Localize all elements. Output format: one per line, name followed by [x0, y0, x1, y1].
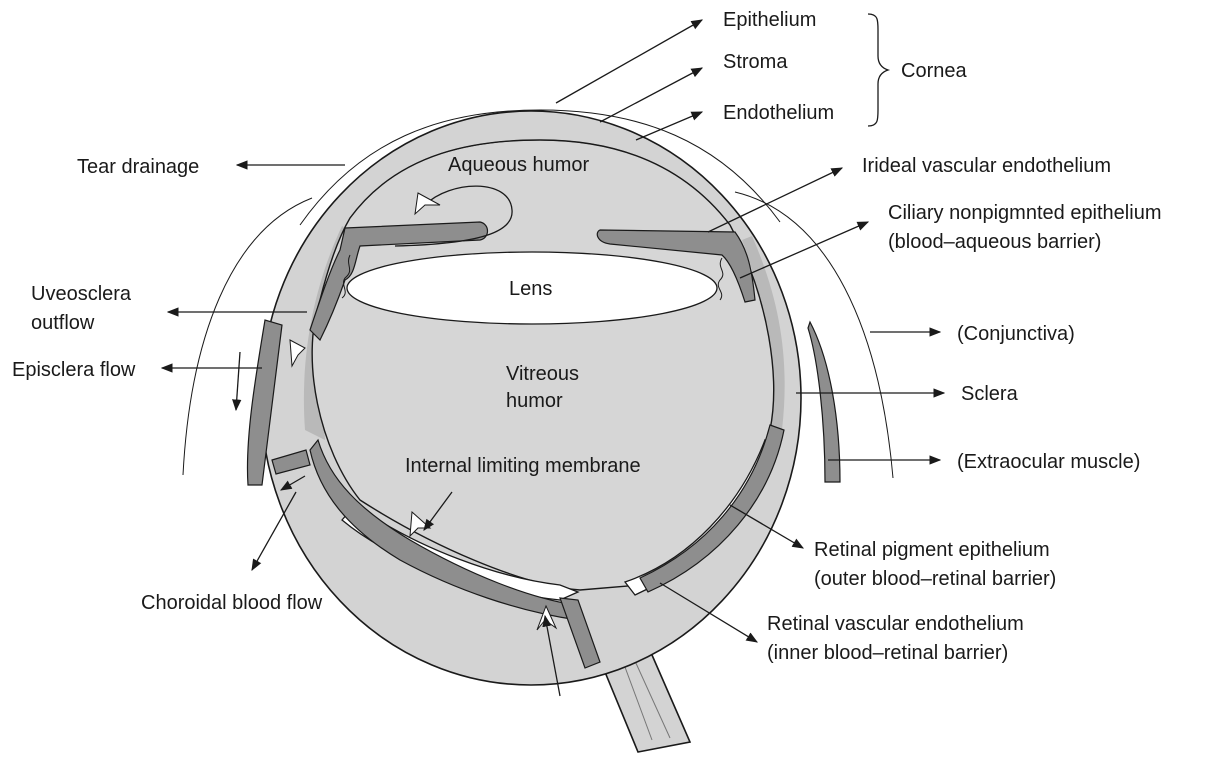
label-ciliary-1: Ciliary nonpigmnted epithelium	[888, 202, 1161, 224]
label-irideal: Irideal vascular endothelium	[862, 155, 1111, 177]
ptr-choroidal	[252, 492, 296, 570]
label-vitreous-2: humor	[506, 390, 563, 412]
label-ciliary-2: (blood–aqueous barrier)	[888, 231, 1101, 253]
label-rpe-2: (outer blood–retinal barrier)	[814, 568, 1056, 590]
ptr-episclera-down	[236, 352, 240, 410]
label-sclera: Sclera	[961, 383, 1019, 405]
muscle-right	[808, 322, 840, 482]
ptr-irideal	[708, 168, 842, 232]
label-rve-1: Retinal vascular endothelium	[767, 613, 1024, 635]
label-rpe-1: Retinal pigment epithelium	[814, 539, 1050, 561]
label-tear-drainage: Tear drainage	[77, 156, 199, 178]
label-vitreous-1: Vitreous	[506, 363, 579, 385]
label-conjunctiva: (Conjunctiva)	[957, 323, 1075, 345]
label-lens: Lens	[509, 278, 552, 300]
ptr-stroma	[600, 68, 702, 122]
label-rve-2: (inner blood–retinal barrier)	[767, 642, 1008, 664]
ptr-epithelium	[556, 20, 702, 103]
label-ilm: Internal limiting membrane	[405, 455, 641, 477]
label-extraocular: (Extraocular muscle)	[957, 451, 1140, 473]
label-cornea: Cornea	[901, 60, 967, 82]
cornea-brace	[868, 14, 888, 126]
ptr-endothelium	[636, 112, 702, 140]
label-aqueous-humor: Aqueous humor	[448, 154, 590, 176]
label-epithelium: Epithelium	[723, 9, 816, 31]
label-choroidal: Choroidal blood flow	[141, 592, 323, 614]
label-stroma: Stroma	[723, 51, 788, 73]
label-episclera: Episclera flow	[12, 359, 136, 381]
label-uveosclera-1: Uveosclera	[31, 283, 132, 305]
label-endothelium: Endothelium	[723, 102, 834, 124]
label-uveosclera-2: outflow	[31, 312, 95, 334]
